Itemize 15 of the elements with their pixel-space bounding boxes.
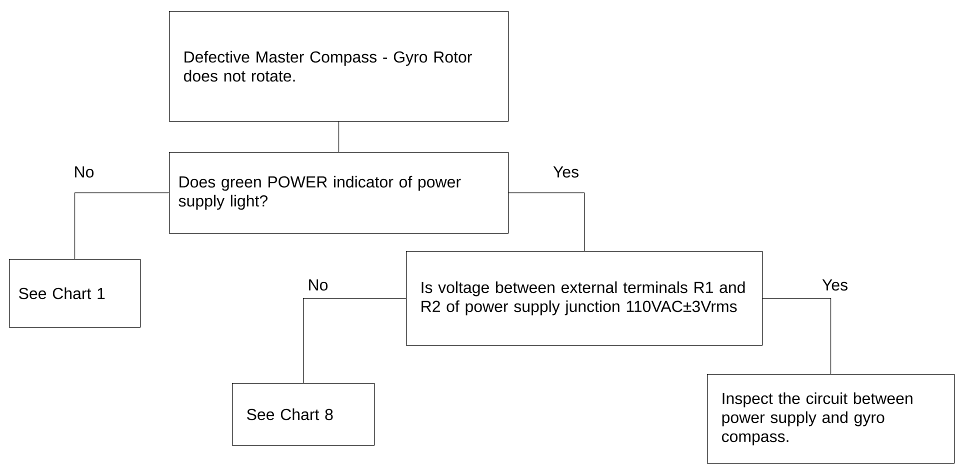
process-box: See Chart 1	[9, 259, 141, 328]
connector-line	[508, 192, 585, 252]
connector-line	[74, 192, 170, 260]
connector-line	[303, 298, 406, 384]
process-box: Inspect the circuit between power supply and gyro compass.	[707, 374, 955, 464]
process-box: Defective Master Compass - Gyro Rotor does not rotate.	[169, 11, 509, 122]
process-box: Is voltage between external terminals R1 and R2 of power supply junction 110VAC±3Vrms	[406, 251, 763, 346]
edge-label: No	[75, 166, 94, 178]
process-box: Does green POWER indicator of power supply light?	[169, 152, 509, 234]
connector-line	[338, 121, 340, 152]
edge-label: No	[309, 279, 328, 291]
edge-label: Yes	[822, 279, 848, 291]
connector-line	[762, 298, 832, 374]
edge-label: Yes	[553, 166, 578, 178]
process-box: See Chart 8	[232, 383, 375, 446]
